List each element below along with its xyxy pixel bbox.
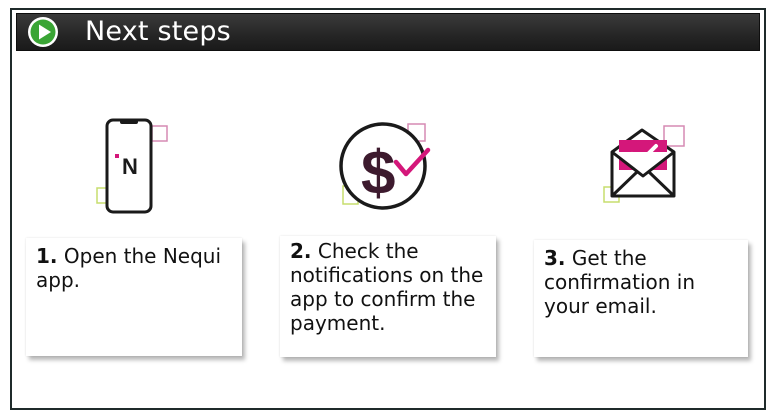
step-card-3: 3. Get the confirmation in your email. [534, 240, 748, 357]
step-card-1: 1. Open the Nequi app. [26, 238, 242, 356]
svg-text:$: $ [361, 139, 395, 208]
step-text: Open the Nequi app. [36, 244, 222, 292]
step-number: 3. [544, 246, 566, 270]
step-card-2: 2. Check the notifications on the app to… [280, 236, 496, 357]
nequi-phone-icon: N [96, 118, 168, 214]
step-text: Get the confirmation in your email. [544, 246, 696, 318]
step-number: 2. [290, 239, 312, 263]
svg-text:N: N [122, 154, 138, 179]
dollar-check-icon: $ [339, 122, 431, 210]
page-title: Next steps [85, 16, 231, 47]
header-bar: Next steps [16, 13, 760, 51]
step-text: Check the notifications on the app to co… [290, 239, 484, 335]
email-check-icon [603, 125, 685, 203]
play-icon [28, 17, 58, 47]
step-number: 1. [36, 244, 58, 268]
